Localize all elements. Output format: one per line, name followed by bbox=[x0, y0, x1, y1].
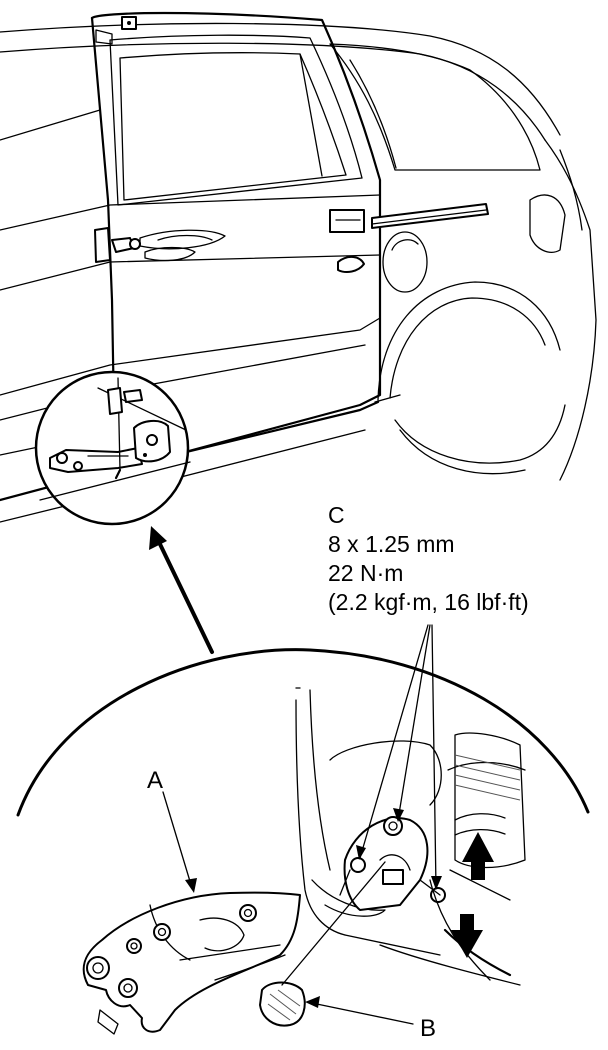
callout-b-label: B bbox=[420, 1015, 437, 1042]
hinge-arm-part-a bbox=[82, 891, 301, 1035]
movement-arrows bbox=[451, 832, 494, 958]
detail-circle bbox=[34, 370, 191, 526]
callout-c-label: C bbox=[328, 502, 345, 528]
lower-door-panel bbox=[295, 687, 526, 986]
pointer-arrow-to-inset bbox=[149, 526, 214, 654]
callout-a-label: A bbox=[147, 767, 164, 794]
lower-detail-dome bbox=[16, 648, 590, 817]
torque-spec-block: C 8 x 1.25 mm 22 N·m (2.2 kgf·m, 16 lbf·… bbox=[328, 501, 529, 617]
bolt-size-text: 8 x 1.25 mm bbox=[328, 531, 455, 557]
leader-lines bbox=[162, 624, 442, 1025]
cap-part-b bbox=[259, 981, 306, 1027]
torque-nm-text: 22 N·m bbox=[328, 560, 404, 586]
torque-alt-text: (2.2 kgf·m, 16 lbf·ft) bbox=[328, 589, 529, 615]
